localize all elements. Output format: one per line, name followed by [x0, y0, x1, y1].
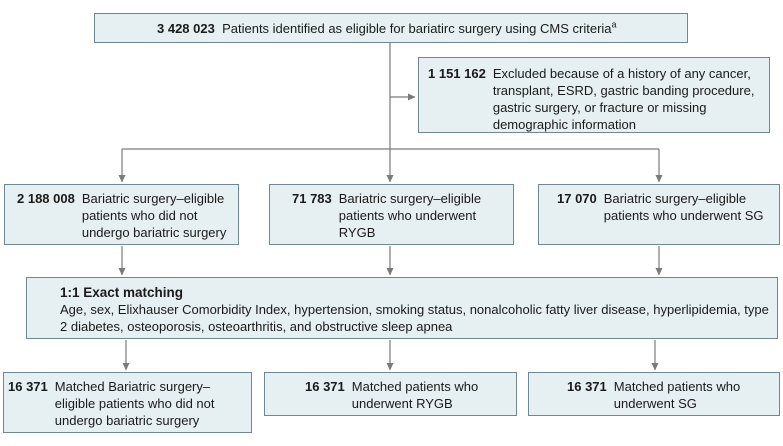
rygb-box: 71 783 Bariatric surgery–eligible patien…: [269, 184, 514, 245]
matching-title: 1:1 Exact matching: [60, 285, 184, 300]
matched-sg-text: Matched patients who underwent SG: [613, 379, 741, 411]
matched-rygb-text: Matched patients who underwent RYGB: [351, 379, 479, 411]
matching-box: 1:1 Exact matching Age, sex, Elixhauser …: [26, 277, 778, 339]
eligible-count: 3 428 023: [157, 21, 215, 36]
eligible-text: Patients identified as eligible for bari…: [222, 21, 612, 36]
matching-criteria: Age, sex, Elixhauser Comorbidity Index, …: [60, 302, 769, 334]
sg-count: 17 070: [557, 191, 597, 206]
sg-box: 17 070 Bariatric surgery–eligible patien…: [538, 184, 780, 245]
matched-sg-box: 16 371 Matched patients who underwent SG: [528, 372, 780, 416]
matched-no-surgery-text: Matched Bariatric surgery–eligible patie…: [54, 379, 215, 428]
excluded-text: Excluded because of a history of any can…: [492, 66, 755, 132]
sg-text: Bariatric surgery–eligible patients who …: [603, 191, 764, 223]
matched-no-surgery-box: 16 371 Matched Bariatric surgery–eligibl…: [3, 372, 252, 433]
no-surgery-text: Bariatric surgery–eligible patients who …: [81, 191, 227, 240]
rygb-text: Bariatric surgery–eligible patients who …: [338, 191, 482, 240]
no-surgery-count: 2 188 008: [17, 191, 75, 206]
no-surgery-box: 2 188 008 Bariatric surgery–eligible pat…: [4, 184, 239, 245]
eligible-footnote: a: [611, 19, 617, 30]
matched-rygb-count: 16 371: [305, 379, 345, 394]
excluded-count: 1 151 162: [428, 66, 486, 81]
eligible-patients-box: 3 428 023 Patients identified as eligibl…: [94, 13, 688, 43]
matched-sg-count: 16 371: [567, 379, 607, 394]
matched-no-surgery-count: 16 371: [8, 379, 48, 394]
rygb-count: 71 783: [292, 191, 332, 206]
matched-rygb-box: 16 371 Matched patients who underwent RY…: [264, 372, 517, 416]
excluded-box: 1 151 162 Excluded because of a history …: [418, 57, 770, 133]
